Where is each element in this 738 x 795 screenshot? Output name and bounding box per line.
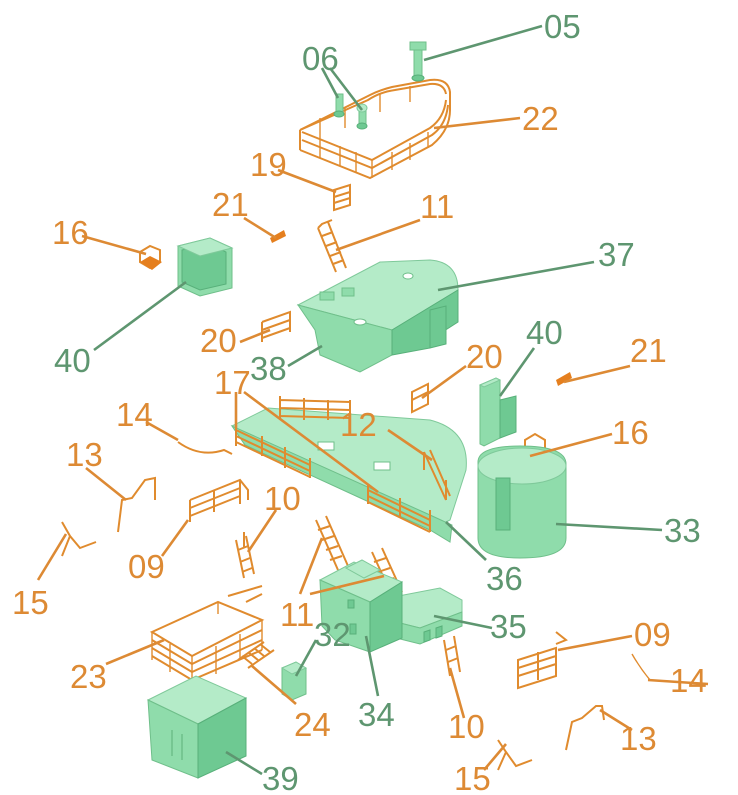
part-06-fittings — [333, 93, 368, 130]
part-labels: 05 06 22 19 21 11 16 37 40 20 38 20 40 2… — [12, 8, 707, 795]
label-10-right: 10 — [448, 708, 485, 745]
label-35: 35 — [490, 608, 527, 645]
label-06: 06 — [302, 40, 339, 77]
part-15-bracket-b — [497, 739, 533, 771]
part-39-large-block — [146, 675, 248, 779]
label-40-right: 40 — [526, 314, 563, 351]
part-33-round-tank — [477, 445, 567, 559]
label-12: 12 — [340, 406, 377, 443]
label-39: 39 — [262, 760, 299, 795]
part-14-cable-a — [177, 441, 233, 455]
part-16-frame-a — [139, 244, 162, 270]
leader-lines — [36, 24, 709, 776]
label-34: 34 — [358, 696, 395, 733]
part-21-plate-b — [556, 372, 572, 386]
part-22-top-railing — [299, 78, 451, 180]
label-11-top: 11 — [420, 188, 454, 225]
label-40-left: 40 — [54, 342, 91, 379]
label-14-left: 14 — [116, 396, 153, 433]
part-17-deck-railing — [235, 424, 431, 533]
label-37: 37 — [598, 236, 635, 273]
part-20-rail-a — [261, 310, 291, 342]
part-05-mast — [409, 41, 427, 82]
label-11-mid: 11 — [280, 596, 314, 633]
label-14-right: 14 — [670, 662, 707, 699]
part-09-rail-a — [189, 478, 249, 522]
label-33: 33 — [664, 512, 701, 549]
part-09-rail-b — [517, 631, 568, 690]
label-13-left: 13 — [66, 436, 103, 473]
part-40-housing-a — [176, 237, 234, 297]
part-15-bracket-a — [61, 521, 97, 557]
part-14-cable-b — [631, 653, 651, 681]
part-10-ladder-a — [235, 532, 255, 579]
part-20-rail-b — [411, 382, 429, 414]
label-38: 38 — [250, 350, 287, 387]
part-40-housing-b — [478, 377, 517, 447]
label-22: 22 — [522, 100, 559, 137]
label-09-right: 09 — [634, 616, 671, 653]
label-24: 24 — [294, 706, 331, 743]
part-12-deck-rail — [279, 396, 451, 501]
part-10-ladder-b — [443, 635, 461, 677]
part-24-flat-ladder — [237, 641, 275, 669]
label-13-right: 13 — [620, 720, 657, 757]
part-32-small-block — [280, 661, 308, 701]
part-19-small-rail — [333, 183, 351, 212]
label-21-right: 21 — [630, 332, 667, 369]
label-16-right: 16 — [612, 414, 649, 451]
label-16-left: 16 — [52, 214, 89, 251]
part-13-arm-a — [117, 476, 156, 533]
label-05: 05 — [544, 8, 581, 45]
label-20-right: 20 — [466, 338, 503, 375]
label-17: 17 — [214, 364, 251, 401]
label-32: 32 — [314, 616, 351, 653]
part-23-lower-railing — [149, 585, 265, 684]
part-37-38-upper-deckhouse — [296, 259, 459, 373]
part-21-plate-a — [270, 230, 286, 243]
part-34-lower-deckhouse — [318, 559, 404, 653]
label-23: 23 — [70, 658, 107, 695]
label-20-left: 20 — [200, 322, 237, 359]
label-10-left: 10 — [264, 480, 301, 517]
label-19: 19 — [250, 146, 287, 183]
label-09-left: 09 — [128, 548, 165, 585]
label-36: 36 — [486, 560, 523, 597]
part-11-ladder-a — [317, 219, 347, 273]
label-15-right: 15 — [454, 760, 491, 795]
part-13-arm-b — [565, 705, 605, 751]
label-21-top: 21 — [212, 186, 249, 223]
label-15-left: 15 — [12, 584, 49, 621]
